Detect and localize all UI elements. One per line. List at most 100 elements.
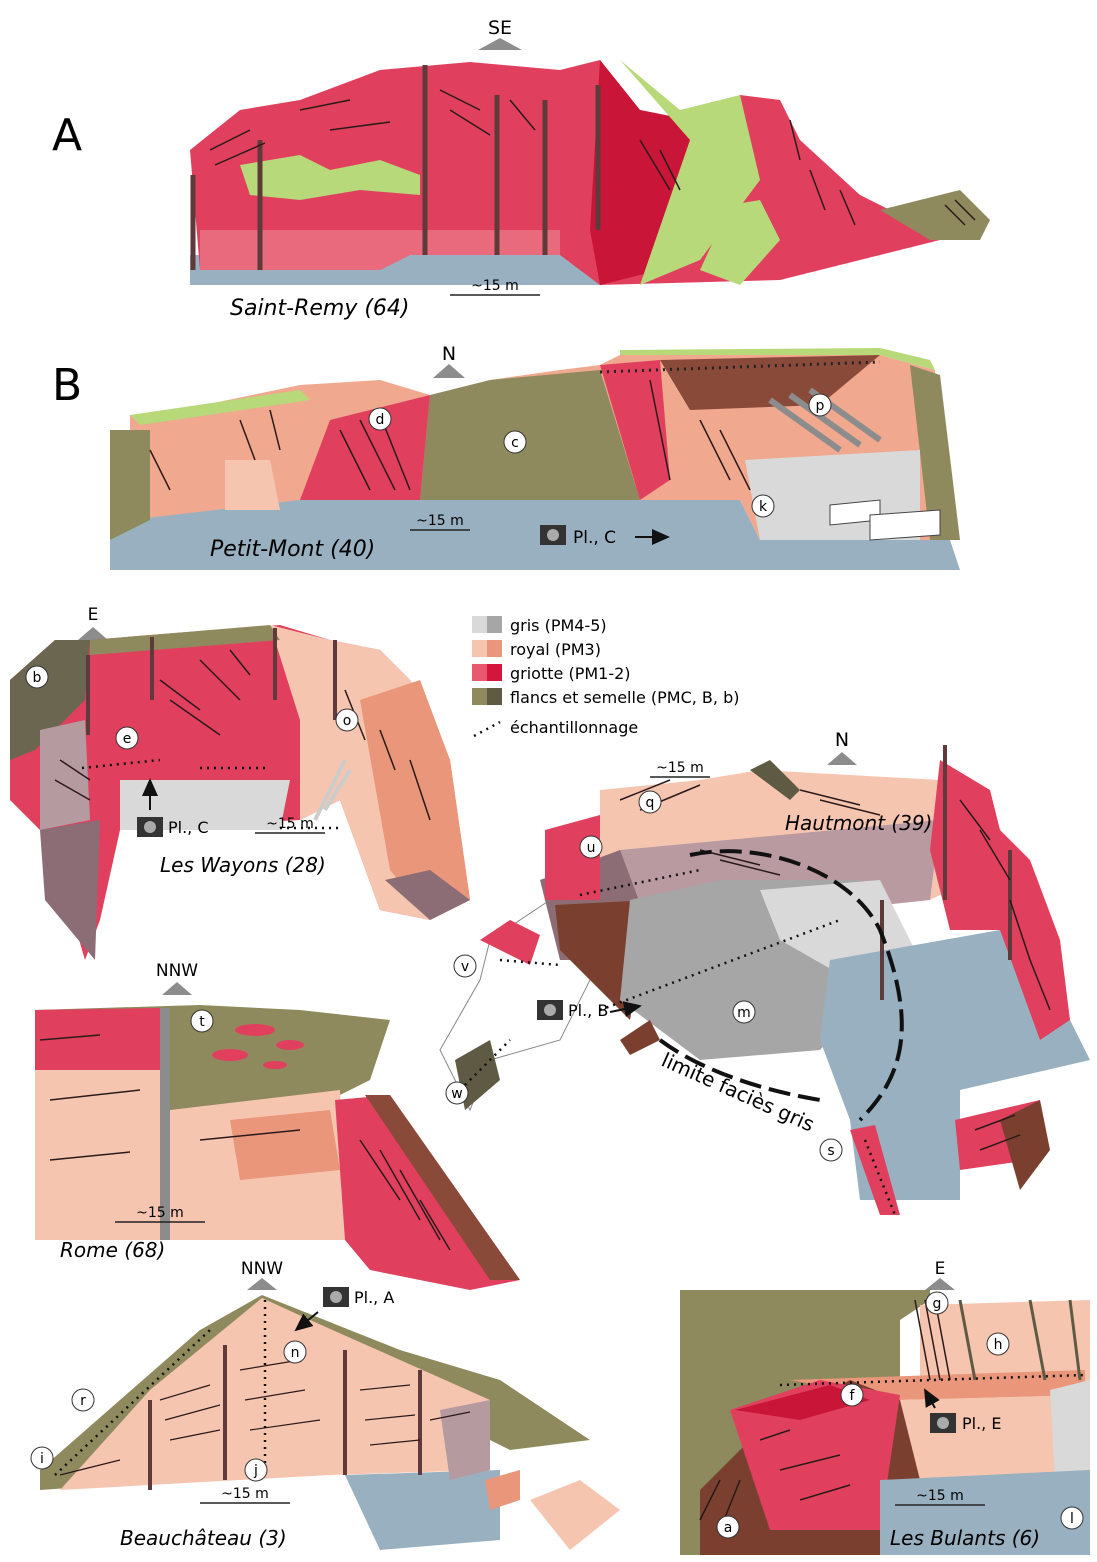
scale-label-b: ~15 m <box>416 513 464 529</box>
panel-beauchateau: NNW Pl., A ~15 m Beauchâteau (3) <box>40 1259 620 1550</box>
site-name-a: Saint-Remy (64) <box>230 296 410 321</box>
scale-label-beauchateau: ~15 m <box>221 1486 269 1502</box>
camera-lens <box>547 529 559 541</box>
site-name-b: Petit-Mont (40) <box>210 537 375 562</box>
compass-arrow-icon <box>925 1278 955 1290</box>
camera-lens <box>937 1417 949 1429</box>
building <box>870 510 940 540</box>
point-marker-q: q <box>639 791 661 813</box>
point-marker-c: c <box>504 431 526 453</box>
compass-arrow-icon <box>433 364 465 378</box>
panel-les-wayons: E Pl., C ~15 m Les Wayons (28) <box>10 605 470 960</box>
point-marker-f: f <box>841 1384 863 1406</box>
scale-label-hautmont: ~15 m <box>656 760 704 776</box>
panel-b-petit-mont: B N ~15 m Petit-Mont (40) Pl., C <box>52 343 960 570</box>
svg-text:o: o <box>343 713 352 729</box>
panel-a-saint-remy: A SE ~15 m Saint-Remy (64) <box>52 17 990 321</box>
point-marker-v: v <box>454 955 476 977</box>
photo-ref-b: Pl., C <box>573 528 616 548</box>
photo-ref-hautmont: Pl., B <box>568 1001 608 1020</box>
legend-label: gris (PM4-5) <box>510 616 607 635</box>
compass-label-b: N <box>442 343 456 365</box>
point-marker-d: d <box>369 408 391 430</box>
photo-ref-bulants: Pl., E <box>962 1414 1001 1433</box>
compass-arrow-icon <box>78 627 108 640</box>
legend-item-griotte: griotte (PM1-2) <box>472 664 631 683</box>
sampling-symbol <box>474 722 500 736</box>
point-marker-w: w <box>446 1082 468 1104</box>
panel-letter-b: B <box>52 360 82 411</box>
compass-label-hautmont: N <box>835 729 849 751</box>
svg-text:n: n <box>291 1345 300 1361</box>
legend-item-gris: gris (PM4-5) <box>472 616 607 635</box>
svg-text:e: e <box>123 731 132 747</box>
scale-label-bulants: ~15 m <box>916 1488 964 1504</box>
svg-text:v: v <box>461 959 469 975</box>
compass-label-wayons: E <box>88 605 99 625</box>
point-marker-m: m <box>733 1001 755 1023</box>
svg-text:i: i <box>40 1451 44 1467</box>
site-name-wayons: Les Wayons (28) <box>160 853 326 877</box>
royal-quarry <box>60 1298 490 1490</box>
compass-arrow-icon <box>827 752 857 765</box>
shadow-face <box>40 820 100 960</box>
point-marker-j: j <box>245 1459 267 1481</box>
svg-text:a: a <box>724 1520 733 1536</box>
point-marker-b: b <box>26 666 48 688</box>
point-marker-s: s <box>820 1139 842 1161</box>
compass-label-bulants: E <box>935 1259 946 1279</box>
legend-label: flancs et semelle (PMC, B, b) <box>510 688 739 707</box>
svg-text:u: u <box>587 840 596 856</box>
panel-hautmont: N ~15 m limite f <box>440 729 1090 1215</box>
legend-label: royal (PM3) <box>510 640 601 659</box>
boundary-label: limite faciès gris <box>658 1048 818 1137</box>
legend-label: griotte (PM1-2) <box>510 664 631 683</box>
camera-lens <box>330 1291 342 1303</box>
royal-bed-dark <box>230 1110 340 1180</box>
compass-arrow-icon <box>478 38 522 50</box>
panel-les-bulants: E Pl., E ~15 m Les Bulants (6) <box>680 1259 1090 1555</box>
legend-item-flancs: flancs et semelle (PMC, B, b) <box>472 688 739 707</box>
point-marker-i: i <box>31 1447 53 1469</box>
site-name-bulants: Les Bulants (6) <box>890 1526 1040 1550</box>
point-marker-r: r <box>72 1389 94 1411</box>
point-marker-u: u <box>580 836 602 858</box>
scale-label-wayons: ~15 m <box>266 816 314 832</box>
compass-arrow-icon <box>162 982 192 995</box>
point-marker-n: n <box>284 1341 306 1363</box>
svg-text:q: q <box>646 795 655 811</box>
svg-text:w: w <box>451 1086 462 1102</box>
water-area <box>345 1470 500 1550</box>
svg-text:h: h <box>994 1337 1003 1353</box>
compass-label-beauchateau: NNW <box>241 1259 283 1279</box>
svg-text:s: s <box>827 1143 834 1159</box>
camera-lens <box>144 821 156 833</box>
svg-text:d: d <box>376 412 385 428</box>
scale-label-rome: ~15 m <box>136 1205 184 1221</box>
compass-arrow-icon <box>247 1278 277 1290</box>
point-marker-a: a <box>717 1516 739 1538</box>
compass-label-rome: NNW <box>156 961 198 981</box>
site-name-hautmont: Hautmont (39) <box>785 811 932 835</box>
svg-text:m: m <box>737 1005 751 1021</box>
svg-text:r: r <box>80 1393 86 1409</box>
camera-lens <box>544 1004 556 1016</box>
svg-text:k: k <box>759 499 768 515</box>
point-marker-e: e <box>116 727 138 749</box>
scale-label-a: ~15 m <box>471 278 519 294</box>
royal-block <box>530 1480 620 1550</box>
legend: gris (PM4-5) royal (PM3) griotte (PM1-2)… <box>472 616 739 737</box>
panel-letter-a: A <box>52 110 82 161</box>
legend-item-royal: royal (PM3) <box>472 640 601 659</box>
legend-sampling-label: échantillonnage <box>510 718 638 737</box>
point-marker-g: g <box>926 1292 948 1314</box>
photo-ref-beauchateau: Pl., A <box>354 1288 394 1307</box>
svg-text:c: c <box>511 435 519 451</box>
panel-rome: NNW ~15 m Rome (68) <box>35 961 520 1290</box>
gris-wall <box>1050 1380 1090 1480</box>
compass-label-a: SE <box>488 17 512 39</box>
svg-text:t: t <box>199 1014 205 1030</box>
site-name-rome: Rome (68) <box>60 1238 165 1262</box>
point-marker-h: h <box>987 1333 1009 1355</box>
